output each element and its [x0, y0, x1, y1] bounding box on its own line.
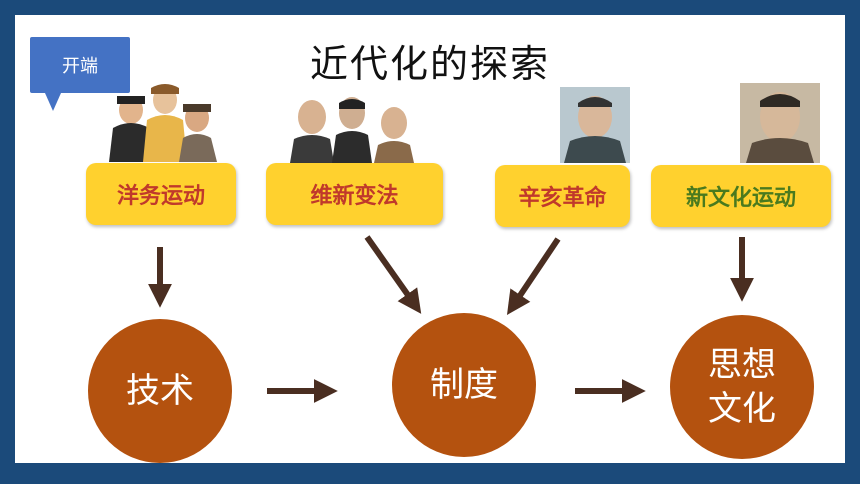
arrow-xinhai-to-institution [506, 237, 561, 315]
figure-1 [109, 96, 153, 162]
label-wuxu-reform: 维新变法 [266, 163, 443, 225]
figure-3 [179, 104, 217, 162]
slide-canvas: 近代化的探索 开端 [15, 15, 845, 463]
stage-institution: 制度 [392, 313, 536, 457]
figure-2 [143, 84, 187, 162]
callout-pointer [45, 93, 61, 111]
portrait-group-yangwu [109, 84, 217, 162]
figure-2 [332, 97, 372, 163]
label-xinhai-revolution: 辛亥革命 [495, 165, 630, 227]
stage-thought-culture: 思想 文化 [670, 315, 814, 459]
flow-arrows [148, 235, 754, 403]
portrait-chen-duxiu [740, 83, 820, 163]
figure-1 [290, 100, 334, 163]
label-yangwu-movement: 洋务运动 [86, 163, 236, 225]
portrait-sun-yat-sen [560, 87, 630, 163]
start-callout: 开端 [30, 37, 130, 93]
label-new-culture-movement: 新文化运动 [651, 165, 831, 227]
slide-title: 近代化的探索 [309, 42, 550, 86]
stage-technology: 技术 [88, 319, 232, 463]
portrait-group-weixin [290, 97, 414, 163]
arrow-wuxu-to-institution [364, 235, 422, 314]
figure-3 [374, 107, 414, 163]
